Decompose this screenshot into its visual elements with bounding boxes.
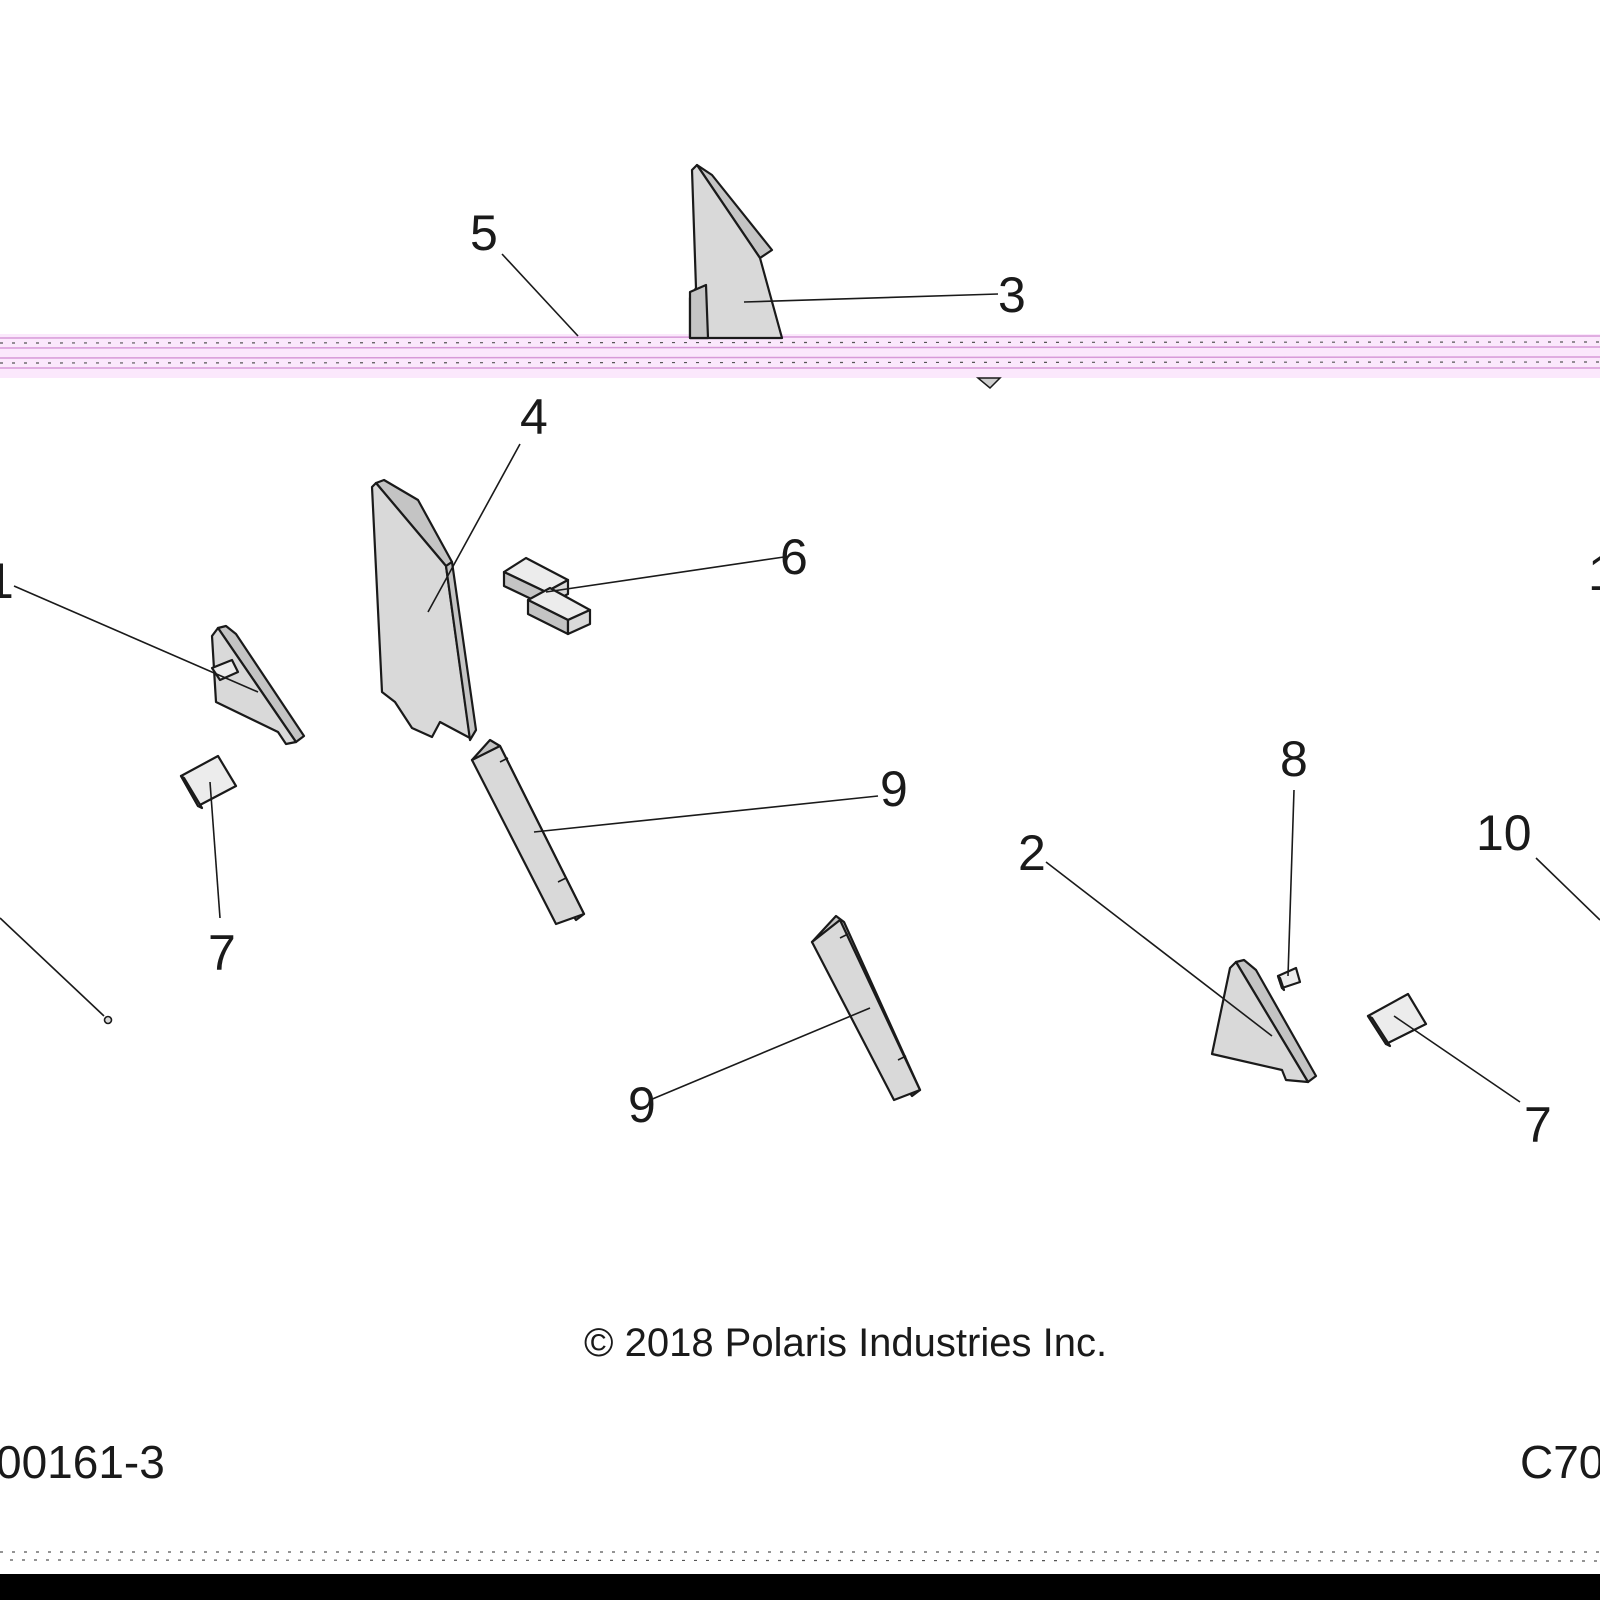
leader-9-lower <box>649 1007 871 1101</box>
callout-7-left: 7 <box>208 925 236 981</box>
callout-9-lower: 9 <box>628 1077 656 1133</box>
part-4-panel <box>370 478 478 742</box>
leader-5 <box>501 253 579 337</box>
callout-1: 1 <box>0 553 14 609</box>
callout-3: 3 <box>998 267 1026 323</box>
leader-7-left <box>209 781 221 919</box>
callout-7-right: 7 <box>1524 1097 1552 1153</box>
figure-id-left: 00161-3 <box>0 1436 165 1488</box>
bottom-black-bar <box>0 1574 1600 1600</box>
callout-2: 2 <box>1018 825 1046 881</box>
callout-4: 4 <box>520 389 548 445</box>
leader-7-right <box>1393 1015 1521 1103</box>
part-7-pad-left <box>179 754 238 810</box>
leader-lines <box>0 253 1600 1103</box>
leader-8 <box>1287 789 1295 977</box>
fastener-small <box>103 1015 113 1025</box>
scan-band <box>0 334 1600 390</box>
leader-9-upper <box>533 795 879 833</box>
part-8-clip <box>1276 966 1302 992</box>
leader-3 <box>743 293 999 303</box>
part-3-panel <box>688 163 784 340</box>
leader-2 <box>1045 861 1273 1037</box>
callout-numbers: 5 3 4 6 1 7 9 9 2 8 10 7 1 <box>0 205 1600 1153</box>
callout-8: 8 <box>1280 731 1308 787</box>
copyright-notice: © 2018 Polaris Industries Inc. <box>584 1321 1107 1365</box>
part-6-block <box>502 556 592 636</box>
bottom-scan-noise <box>0 1551 1600 1562</box>
figure-id-right: C70 <box>1520 1436 1600 1488</box>
part-2-bracket <box>1210 958 1318 1084</box>
leader-1 <box>13 585 259 693</box>
callout-5: 5 <box>470 205 498 261</box>
callout-1-edge: 1 <box>1588 545 1600 601</box>
part-7-pad-right <box>1366 992 1428 1048</box>
leader-10 <box>1535 857 1600 921</box>
part-9-strip-upper <box>470 738 586 926</box>
leader-6 <box>545 556 785 593</box>
callout-9-upper: 9 <box>880 761 908 817</box>
leader-fastener <box>0 917 105 1017</box>
leader-4 <box>427 443 521 613</box>
callout-6: 6 <box>780 529 808 585</box>
callout-10: 10 <box>1476 805 1532 861</box>
part-9-strip-lower <box>810 914 922 1102</box>
part-1-bracket <box>210 624 306 746</box>
